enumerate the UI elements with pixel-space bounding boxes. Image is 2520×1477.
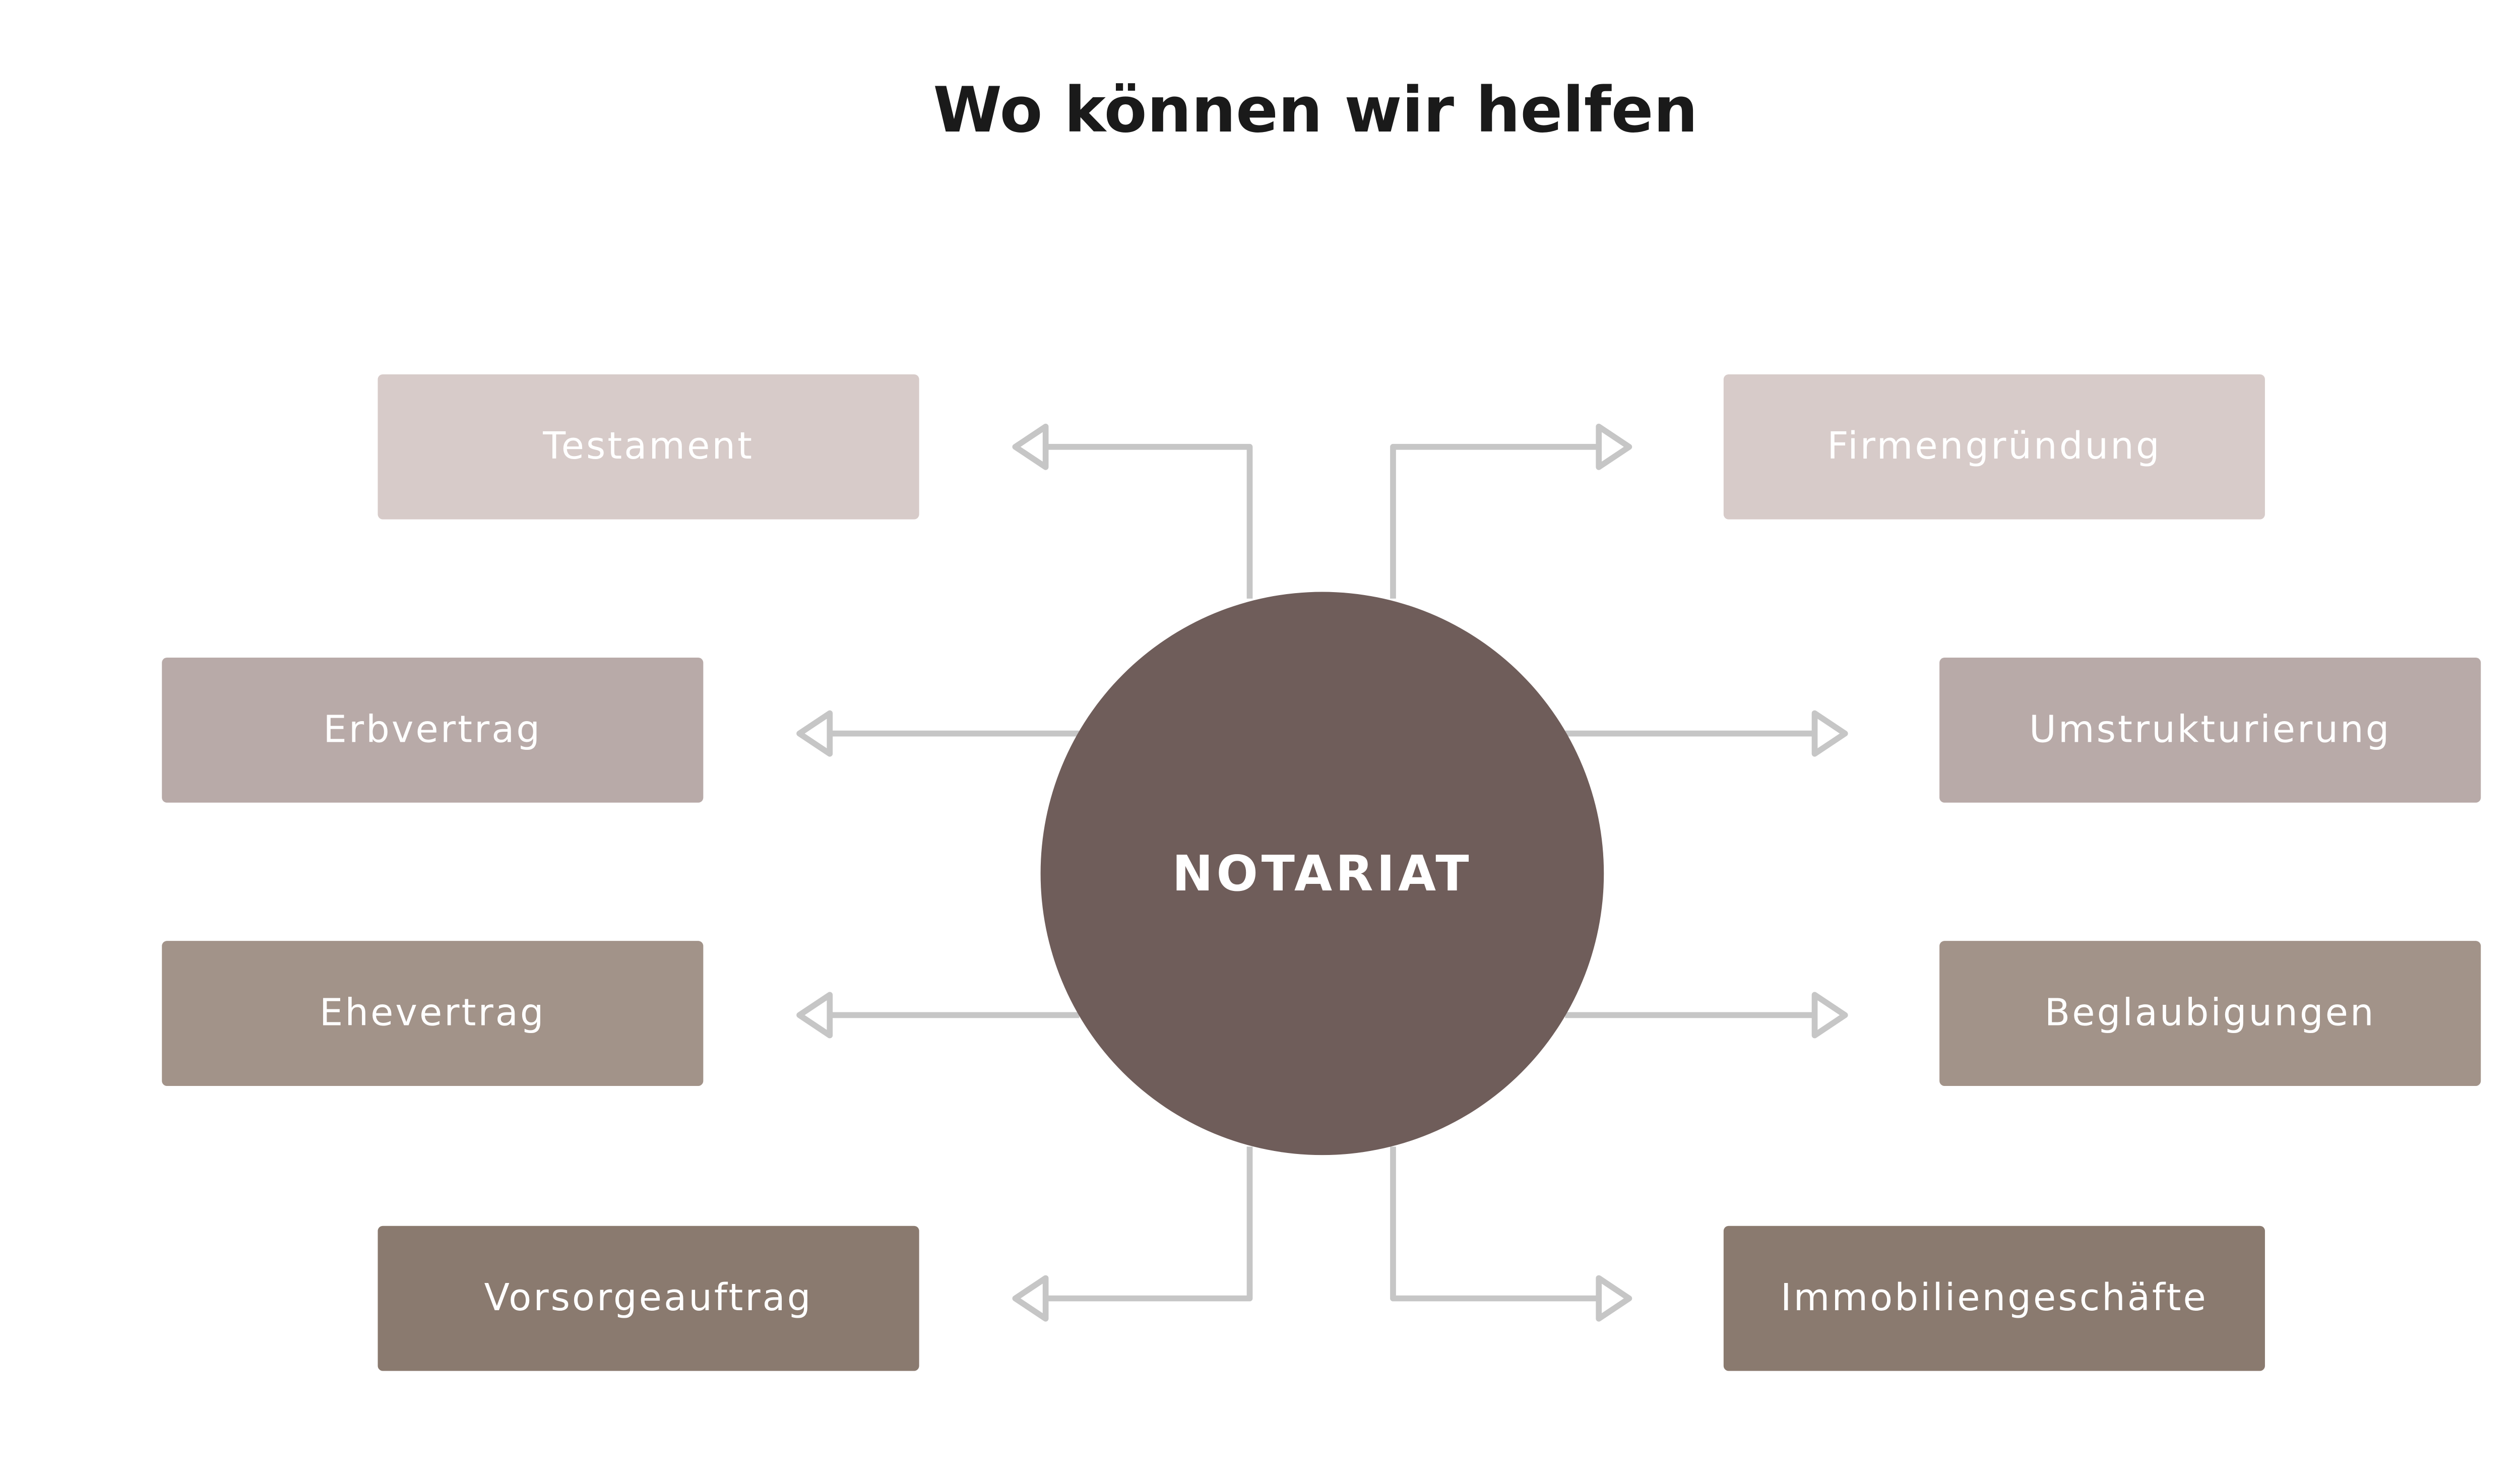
arrowhead-left-icon	[796, 710, 833, 757]
arrow-vorsorgeauftrag	[1045, 1146, 1253, 1302]
arrowhead-right-icon	[1596, 423, 1632, 470]
diagram-title: Wo können wir helfen	[933, 74, 1698, 147]
node-firmengruendung: Firmengründung	[1723, 374, 2265, 520]
arrow-testament	[1045, 443, 1253, 599]
arrowhead-right-icon	[1811, 992, 1848, 1039]
node-vorsorgeauftrag: Vorsorgeauftrag	[377, 1226, 919, 1371]
arrowhead-left-icon	[1012, 1275, 1049, 1322]
arrowhead-left-icon	[796, 992, 833, 1039]
arrowhead-left-icon	[1012, 423, 1049, 470]
node-erbvertrag: Erbvertrag	[162, 658, 704, 803]
node-ehevertrag: Ehevertrag	[162, 941, 704, 1086]
center-node: NOTARIAT	[1040, 592, 1604, 1155]
arrowhead-right-icon	[1596, 1275, 1632, 1322]
arrowhead-right-icon	[1811, 710, 1848, 757]
node-umstrukturierung: Umstrukturierung	[1939, 658, 2481, 803]
node-testament: Testament	[377, 374, 919, 520]
node-immobiliengeschaefte: Immobiliengeschäfte	[1723, 1226, 2265, 1371]
node-beglaubigungen: Beglaubigungen	[1939, 941, 2481, 1086]
arrow-immobiliengeschaefte	[1390, 1146, 1599, 1302]
arrow-firmengruendung	[1390, 443, 1599, 599]
